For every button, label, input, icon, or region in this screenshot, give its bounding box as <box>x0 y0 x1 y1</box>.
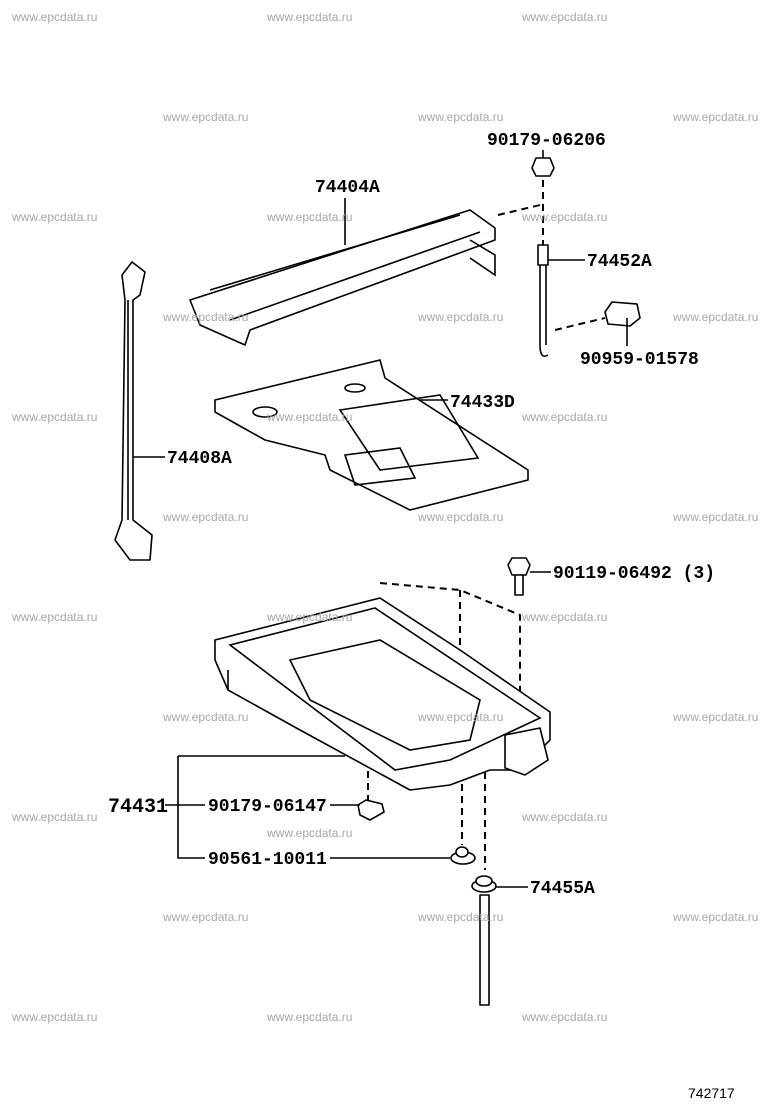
watermark: www.epcdata.ru <box>11 610 97 624</box>
label-90959-01578: 90959-01578 <box>580 350 699 370</box>
grommet-90561-10011 <box>450 846 476 865</box>
watermark: www.epcdata.ru <box>521 210 607 224</box>
watermark: www.epcdata.ru <box>672 910 758 924</box>
watermark: www.epcdata.ru <box>266 1010 352 1024</box>
rod-74408A <box>114 261 153 561</box>
nut-90179-06147 <box>357 799 385 821</box>
label-90179-06206: 90179-06206 <box>487 131 606 151</box>
nut-90179-06206 <box>531 157 555 177</box>
insulator-74433D <box>214 359 529 511</box>
watermark: www.epcdata.ru <box>672 110 758 124</box>
watermark: www.epcdata.ru <box>162 710 248 724</box>
watermarks: www.epcdata.ru www.epcdata.ru www.epcdata.… <box>11 10 758 1024</box>
watermark: www.epcdata.ru <box>11 10 97 24</box>
watermark: www.epcdata.ru <box>521 610 607 624</box>
label-74404A: 74404A <box>315 178 380 198</box>
label-90119-06492: 90119-06492 (3) <box>553 564 715 584</box>
hook-bolt-74452A <box>537 244 549 358</box>
bolt-90119-06492 <box>507 557 531 596</box>
watermark: www.epcdata.ru <box>417 710 503 724</box>
label-74431: 74431 <box>108 796 168 819</box>
watermark: www.epcdata.ru <box>417 510 503 524</box>
watermark: www.epcdata.ru <box>417 110 503 124</box>
diagram-code: 742717 <box>688 1085 735 1101</box>
label-90561-10011: 90561-10011 <box>208 850 327 870</box>
label-90179-06147: 90179-06147 <box>208 797 327 817</box>
label-74408A: 74408A <box>167 449 232 469</box>
watermark: www.epcdata.ru <box>417 910 503 924</box>
battery-clamp-74404A <box>189 209 496 346</box>
watermark: www.epcdata.ru <box>162 310 248 324</box>
long-bolt-74455A <box>471 875 497 1006</box>
watermark: www.epcdata.ru <box>672 510 758 524</box>
watermark: www.epcdata.ru <box>417 310 503 324</box>
clip-90959-01578 <box>604 301 641 327</box>
watermark: www.epcdata.ru <box>162 510 248 524</box>
watermark: www.epcdata.ru <box>11 410 97 424</box>
label-74455A: 74455A <box>530 879 595 899</box>
watermark: www.epcdata.ru <box>266 410 352 424</box>
watermark: www.epcdata.ru <box>672 310 758 324</box>
watermark: www.epcdata.ru <box>672 710 758 724</box>
label-74433D: 74433D <box>450 393 515 413</box>
battery-tray-74431 <box>214 597 551 791</box>
watermark: www.epcdata.ru <box>266 210 352 224</box>
label-74452A: 74452A <box>587 252 652 272</box>
watermark: www.epcdata.ru <box>162 110 248 124</box>
watermark: www.epcdata.ru <box>11 210 97 224</box>
watermark: www.epcdata.ru <box>162 910 248 924</box>
watermark: www.epcdata.ru <box>266 826 352 840</box>
watermark: www.epcdata.ru <box>266 10 352 24</box>
watermark: www.epcdata.ru <box>521 10 607 24</box>
watermark: www.epcdata.ru <box>521 410 607 424</box>
watermark: www.epcdata.ru <box>11 810 97 824</box>
watermark: www.epcdata.ru <box>521 1010 607 1024</box>
leader-lines <box>133 150 628 888</box>
watermark: www.epcdata.ru <box>521 810 607 824</box>
watermark: www.epcdata.ru <box>266 610 352 624</box>
watermark: www.epcdata.ru <box>11 1010 97 1024</box>
